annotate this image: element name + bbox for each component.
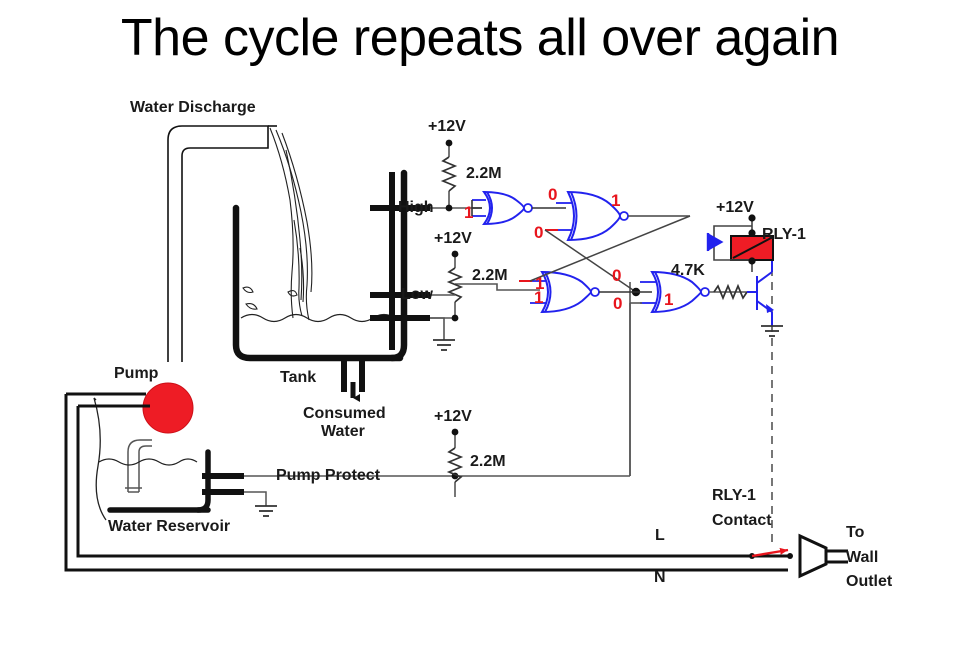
transistor-emitter-ground (761, 325, 783, 337)
falling-water-stream (269, 127, 313, 321)
junction-low (451, 314, 459, 322)
label-pump-protect: Pump Protect (276, 467, 381, 484)
logic-value-nor3-out: 1 (611, 191, 620, 210)
reservoir-ground-symbol (255, 505, 277, 517)
page-title: The cycle repeats all over again (120, 9, 840, 67)
pump-suction-pipe (125, 439, 152, 493)
label-consumed-water-1: Consumed (303, 405, 386, 422)
label-line-N: N (654, 569, 666, 586)
reservoir-vessel (107, 449, 211, 513)
logic-value-nor4-out: 0 (612, 266, 621, 285)
supply-low-branch (430, 254, 540, 319)
relay-coil-top-node (748, 229, 756, 237)
label-water-reservoir: Water Reservoir (108, 518, 230, 535)
reservoir-outline-thin (93, 397, 107, 521)
label-supply-4: +12V (716, 199, 754, 216)
relay-coil-bottom-node (748, 257, 756, 265)
reservoir-ground-wire (244, 491, 267, 506)
nor-gate-5 (640, 270, 710, 314)
supply-node-relay (748, 214, 756, 222)
label-supply-1: +12V (428, 118, 466, 135)
label-resistor-pumpprotect: 2.2M (470, 453, 506, 470)
mains-wiring-loop (64, 392, 788, 572)
resistor-2m2-low-icon (446, 267, 464, 303)
label-supply-2: +12V (434, 230, 472, 247)
label-relay-contact-1: RLY-1 (712, 487, 756, 504)
tank-drain-outlet (341, 358, 365, 392)
logic-value-nor4-inA: 1 (535, 274, 544, 293)
label-supply-3: +12V (434, 408, 472, 425)
label-electrode-high: High (398, 199, 434, 216)
wall-outlet-plug-icon (798, 533, 848, 579)
resistor-2m2-high-icon (440, 156, 458, 192)
relay-contact-switch (749, 547, 793, 559)
npn-emitter-arrow (766, 304, 774, 313)
supply-node-pumpprotect (451, 428, 459, 436)
logic-value-nor5-out: 1 (664, 290, 673, 309)
logic-value-high-probe: 1 (464, 203, 473, 222)
label-outlet-1: To (846, 524, 865, 541)
npn-transistor-icon (747, 260, 773, 326)
label-pump: Pump (114, 365, 159, 382)
junction-high (445, 204, 453, 212)
nor-gate-3 (545, 190, 629, 242)
tank-vessel (232, 169, 408, 362)
label-water-discharge: Water Discharge (130, 99, 256, 116)
label-consumed-water-2: Water (321, 423, 365, 440)
water-splash-marks (242, 286, 298, 310)
label-line-L: L (655, 527, 665, 544)
nor-gate-4 (519, 270, 600, 314)
label-outlet-2: Wall (846, 549, 878, 566)
label-electrode-low: Low (401, 286, 434, 303)
nor-gate-1 (471, 190, 533, 226)
resistor-2m2-pumpprotect-icon (446, 447, 464, 483)
label-resistor-low: 2.2M (472, 267, 508, 284)
supply-node-low (451, 250, 459, 258)
flyback-diode-icon (706, 232, 724, 252)
label-resistor-high: 2.2M (466, 165, 502, 182)
logic-value-nor3-inA: 0 (534, 223, 543, 242)
logic-value-nor1-out: 0 (548, 185, 557, 204)
logic-value-nor5-inB: 0 (613, 294, 622, 313)
resistor-4k7-base-icon (713, 283, 748, 301)
label-relay-contact-2: Contact (712, 512, 772, 529)
label-resistor-base: 4.7K (671, 262, 705, 279)
pump-body-icon (142, 382, 194, 434)
tank-ground-symbol (433, 339, 455, 351)
label-tank: Tank (280, 369, 316, 386)
tank-common-ground-wire (430, 317, 445, 340)
supply-node-high (445, 139, 453, 147)
label-relay-name: RLY-1 (762, 226, 806, 243)
water-discharge-pipe (167, 125, 277, 362)
reservoir-water-surface (98, 458, 198, 466)
logic-value-low-probe: 1 (534, 288, 543, 307)
relay-coil-diagonal (732, 237, 772, 259)
label-outlet-3: Outlet (846, 573, 893, 590)
latch-crosscoupling-wires (529, 215, 691, 293)
